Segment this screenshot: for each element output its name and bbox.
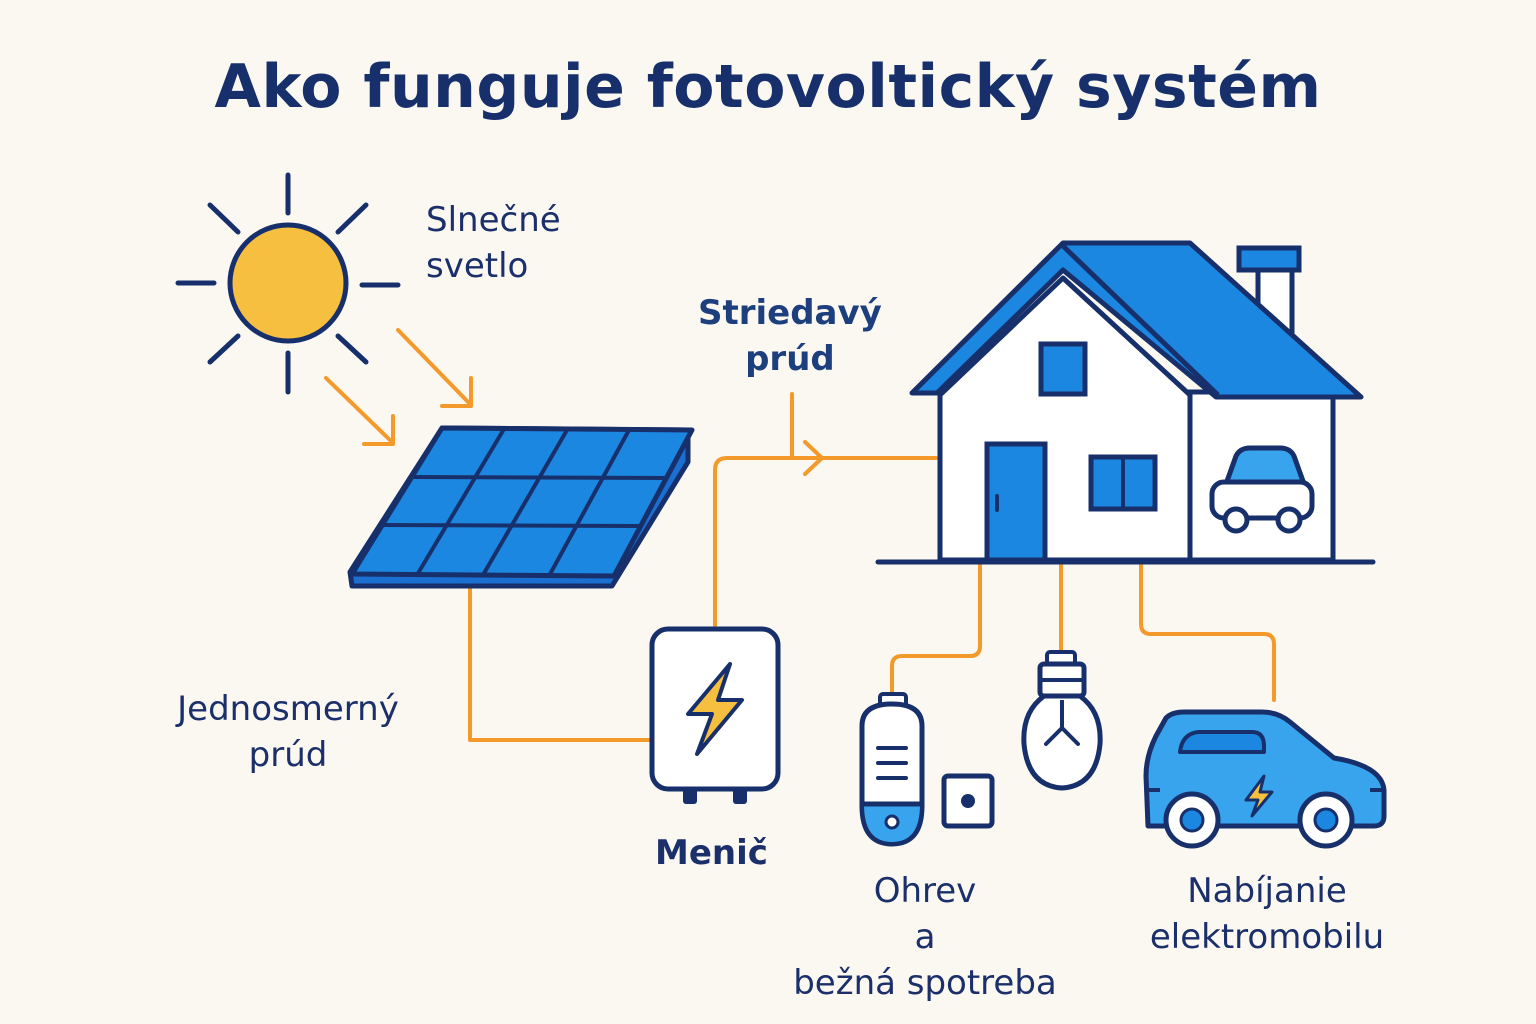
solar-panel-icon	[347, 425, 695, 589]
electric-car-icon	[1143, 709, 1387, 849]
label-sunlight-line1: Slnečné	[426, 200, 561, 240]
label-heating-line3: bežná spotreba	[793, 963, 1057, 1003]
label-heating: Ohrev a bežná spotreba	[780, 868, 1070, 1006]
ac-wire	[713, 456, 938, 630]
label-ac-line1: Striedavý	[698, 293, 882, 333]
sun-icon	[175, 172, 401, 395]
wires	[468, 392, 1276, 742]
heating-wire	[890, 560, 982, 706]
label-inverter: Menič	[655, 833, 768, 873]
label-ev-line2: elektromobilu	[1149, 917, 1385, 957]
garage-car-icon	[1209, 445, 1315, 534]
boiler-icon	[859, 692, 925, 847]
label-ac-line2: prúd	[745, 339, 835, 379]
label-dc-line1: Jednosmerný	[177, 689, 399, 729]
socket-icon	[941, 773, 995, 829]
label-sunlight: Slnečné svetlo	[426, 197, 561, 289]
label-heating-line2: a	[914, 917, 936, 957]
page-title: Ako funguje fotovoltický systém	[214, 52, 1322, 122]
label-heating-line1: Ohrev	[873, 871, 977, 911]
label-dc-current: Jednosmerný prúd	[158, 686, 418, 778]
dc-wire	[468, 586, 654, 742]
label-ev-charging: Nabíjanie elektromobilu	[1136, 868, 1398, 960]
label-sunlight-line2: svetlo	[426, 246, 529, 286]
sunlight-arrows	[324, 328, 473, 446]
house-icon	[875, 240, 1376, 565]
label-ac-current: Striedavý prúd	[698, 290, 882, 382]
lightbulb-icon	[1021, 650, 1103, 791]
label-ev-line1: Nabíjanie	[1187, 871, 1347, 911]
label-dc-line2: prúd	[248, 735, 328, 775]
inverter-icon	[649, 626, 781, 804]
lightning-bolt-icon	[686, 662, 744, 756]
ev-wire	[1139, 560, 1276, 702]
